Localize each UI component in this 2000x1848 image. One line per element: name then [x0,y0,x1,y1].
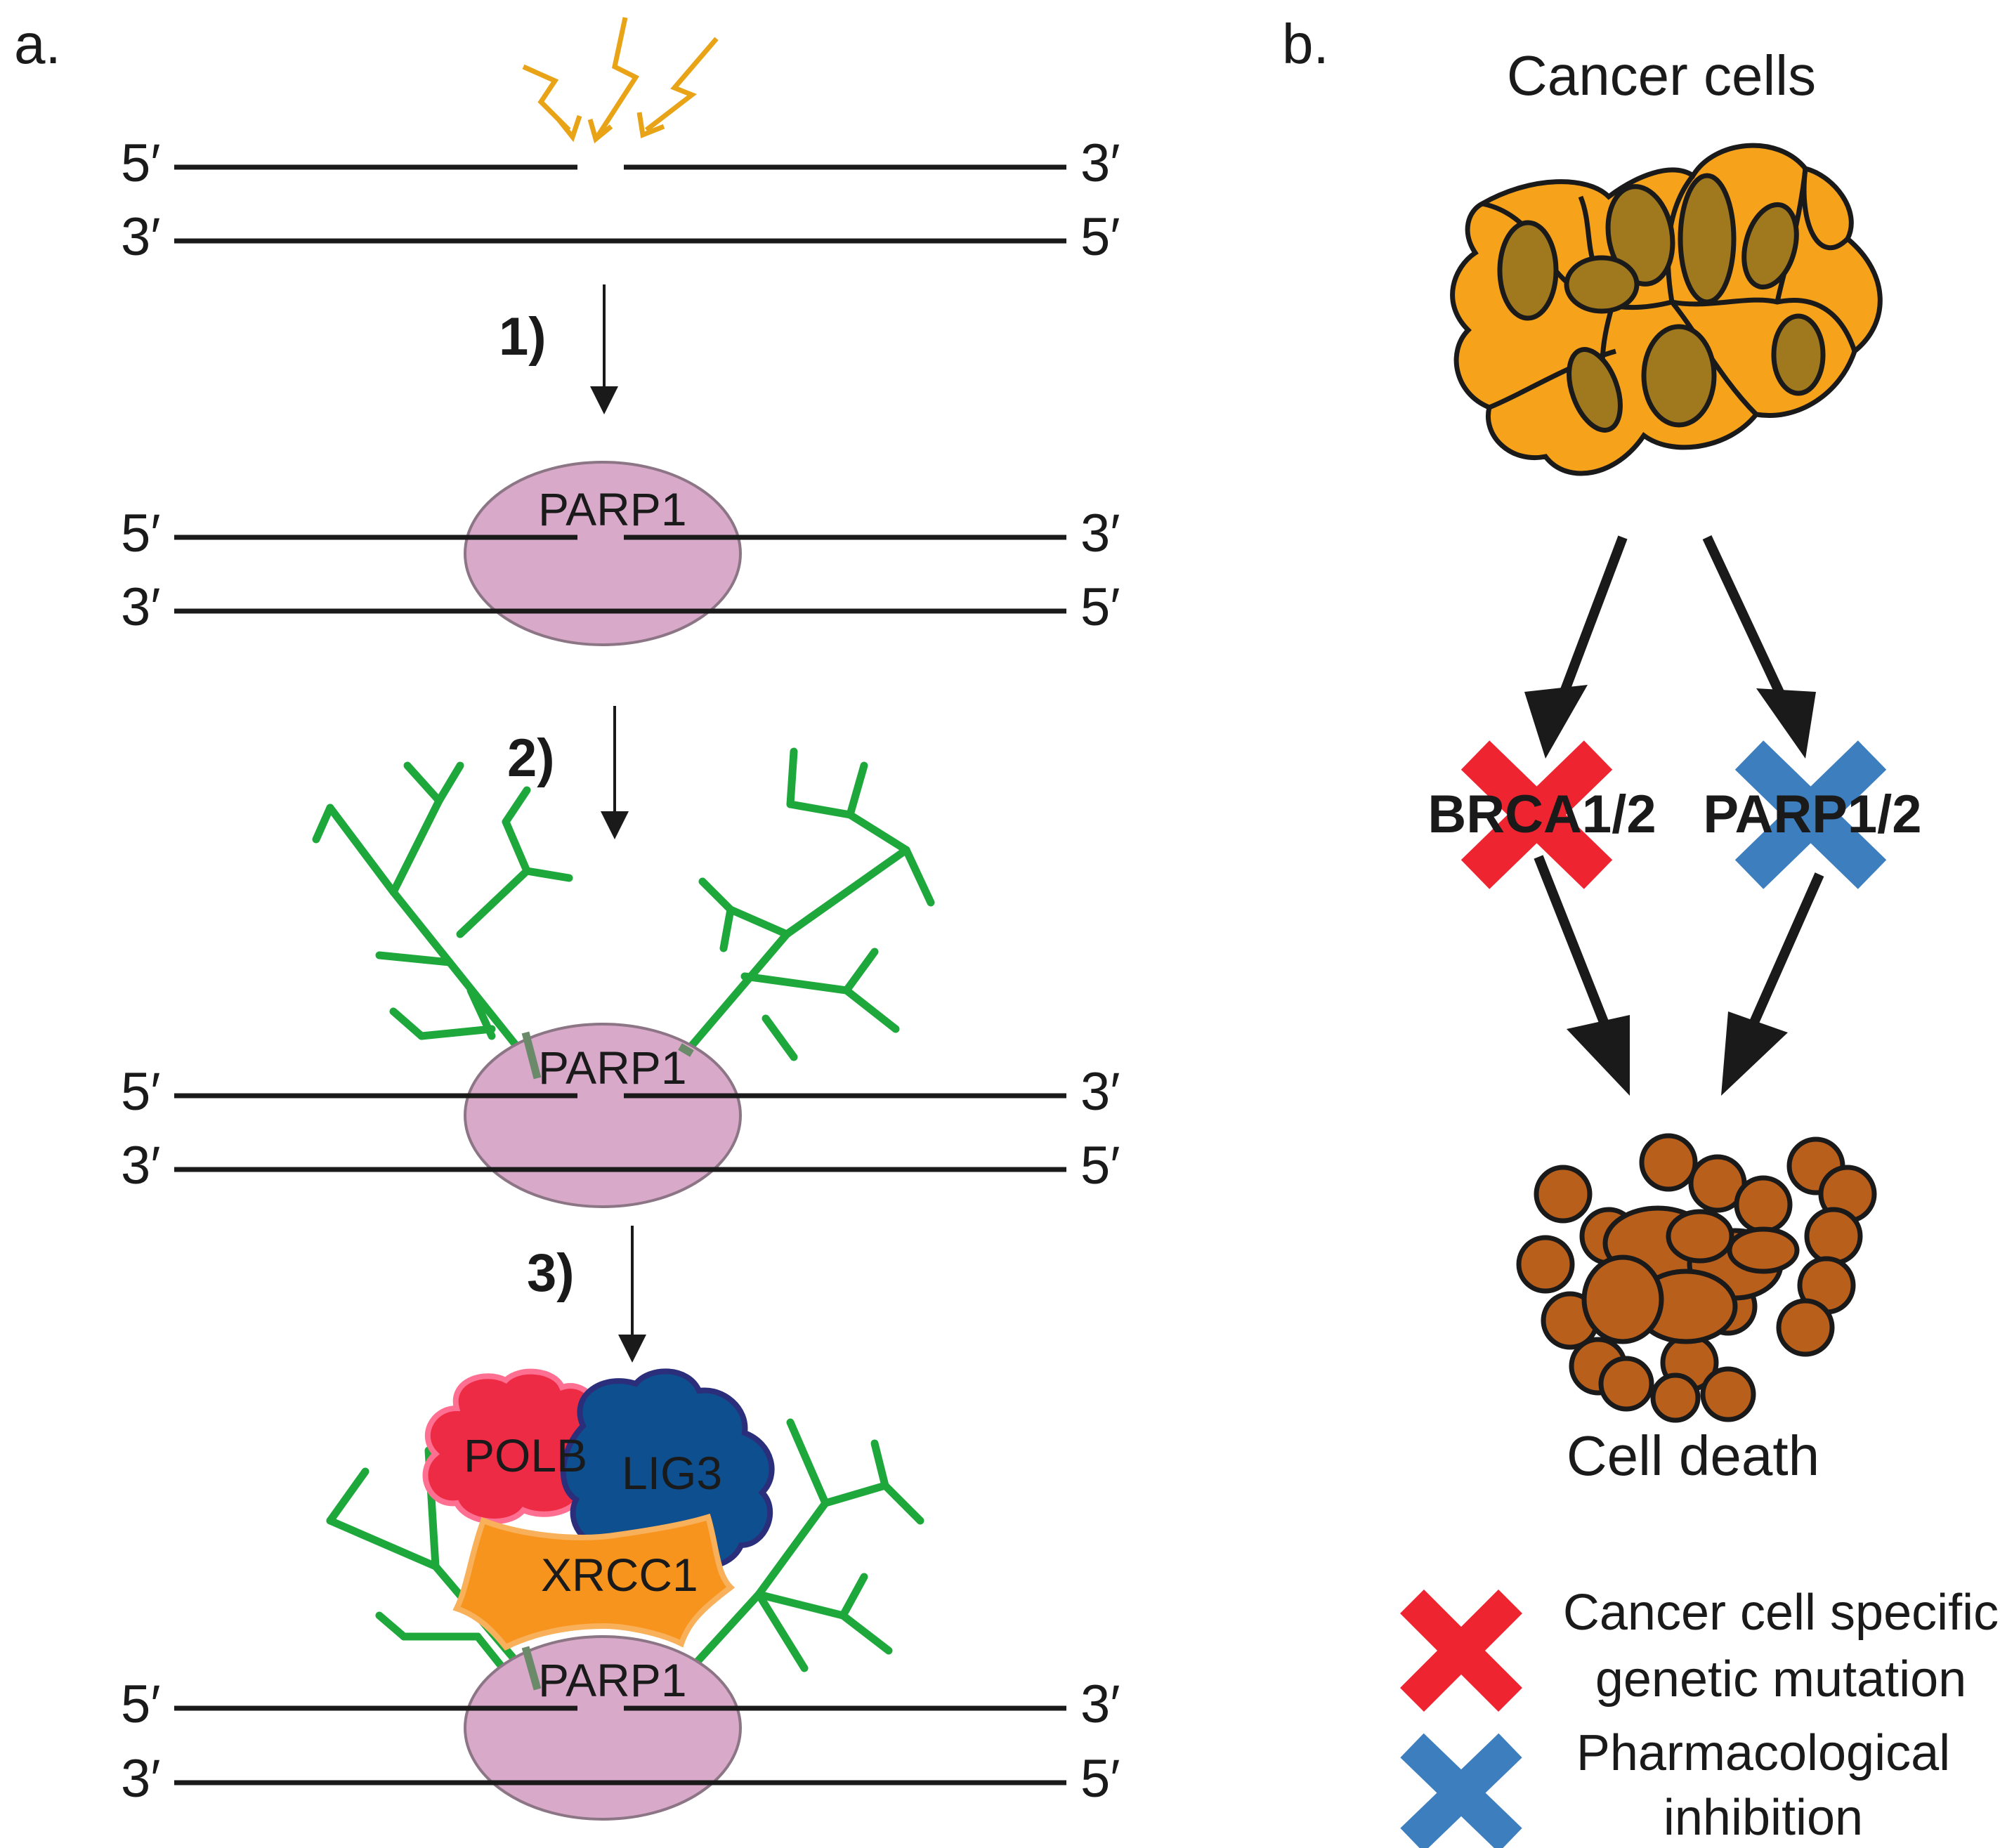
lig3-protein [560,1368,775,1571]
legend-blue-text: Pharmacological [1576,1725,1950,1781]
par-attachment [521,1646,542,1691]
parp1-label: PARP1 [538,1654,687,1706]
strand-end-label: 5′ [1080,577,1120,637]
parp1-label: PARP1 [538,1042,687,1094]
poly-adp-ribose-chain-right [681,747,935,1061]
strand-end-label: 3′ [121,207,161,267]
strand-end-label: 5′ [121,1062,161,1122]
legend: Cancer cell specific genetic mutation Ph… [1400,1585,1999,1848]
panel-b-label: b. [1282,13,1329,75]
damage-lightning-icon [522,17,719,144]
strand-end-label: 5′ [121,1675,161,1734]
strand-end-label: 3′ [1080,1062,1120,1122]
legend-blue-x-icon [1400,1733,1522,1848]
dna-strand-parp-bound [174,535,1066,614]
legend-red-x-icon [1400,1590,1522,1712]
strand-end-label: 5′ [121,504,161,563]
step-label-2: 2) [507,728,555,788]
blue-x-inhibition-icon [1734,740,1887,889]
poly-adp-ribose-chain-left [312,761,573,1072]
dna-strand-repair-complex [174,1705,1066,1785]
strand-end-label: 3′ [1080,133,1120,193]
strand-end-label: 3′ [121,1136,161,1195]
parp1-protein [464,461,742,646]
dna-strand-parylated [174,1093,1066,1172]
parp1-label: PARP1 [538,483,687,535]
strand-end-label: 5′ [1080,207,1120,267]
strand-end-label: 5′ [1080,1136,1120,1195]
dna-strand-initial [174,164,1066,244]
parp-label: PARP1/2 [1703,785,1921,844]
brca-label: BRCA1/2 [1427,785,1656,844]
legend-red-text: genetic mutation [1595,1651,1966,1708]
lig3-label: LIG3 [622,1447,722,1499]
strand-end-label: 5′ [1080,1749,1120,1809]
strand-end-label: 3′ [1080,504,1120,563]
step-label-1: 1) [499,307,547,367]
legend-red-text: Cancer cell specific [1563,1585,1999,1641]
cell-death-title: Cell death [1567,1424,1819,1487]
par-attachment [521,1031,542,1080]
dead-cells-cluster-icon [1516,1133,1877,1423]
panel-a-label: a. [14,13,61,75]
strand-end-label: 5′ [121,133,161,193]
cancer-cells-title: Cancer cells [1507,44,1816,107]
strand-end-label: 3′ [121,577,161,637]
poly-adp-ribose-chain-right [681,1418,924,1679]
xrcc1-protein [452,1514,736,1651]
step-label-3: 3) [527,1243,575,1303]
strand-end-label: 3′ [121,1749,161,1809]
strand-end-label: 3′ [1080,1675,1120,1734]
cancer-cells-cluster-icon [1450,143,1883,476]
xrcc1-label: XRCC1 [541,1549,698,1601]
legend-blue-text: inhibition [1664,1790,1863,1846]
par-attachment [678,1043,694,1057]
red-x-mutation-icon [1460,740,1613,889]
pathway-arrows [1524,535,1824,1096]
polb-label: POLB [464,1429,587,1481]
